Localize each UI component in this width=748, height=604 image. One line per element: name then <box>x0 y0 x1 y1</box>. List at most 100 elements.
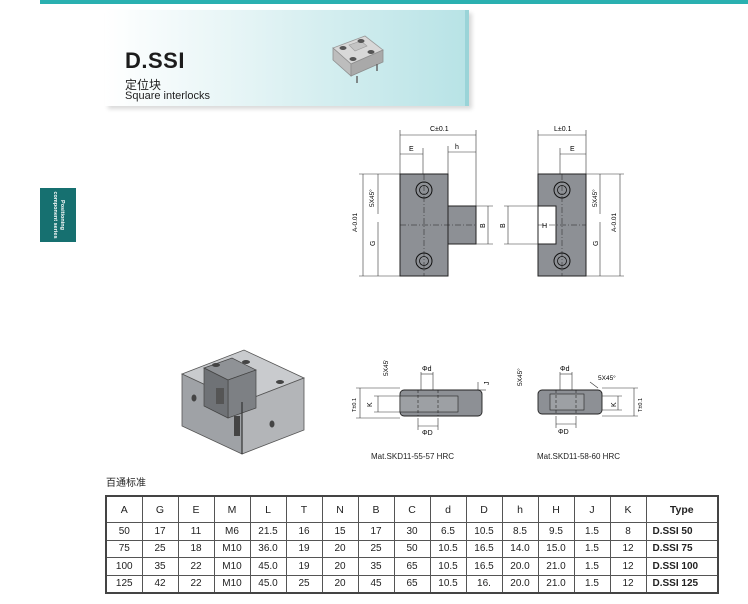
table-cell: 16.5 <box>465 557 503 576</box>
table-cell-type: D.SSI 100 <box>645 557 719 576</box>
table-header-cell: h <box>501 495 539 523</box>
table-cell: 20.0 <box>501 574 539 594</box>
table-cell: M10 <box>213 539 251 558</box>
product-photo <box>332 35 384 83</box>
table-cell: M10 <box>213 574 251 594</box>
svg-text:5X45°: 5X45° <box>368 189 376 207</box>
table-cell: 17 <box>357 522 395 541</box>
svg-text:T±0.1: T±0.1 <box>352 398 358 412</box>
table-cell: 15.0 <box>537 539 575 558</box>
svg-text:h: h <box>455 144 459 151</box>
svg-text:K: K <box>611 402 618 407</box>
top-accent-rule <box>40 0 748 4</box>
material-spec-right: Mat.SKD11-58-60 HRC <box>537 452 620 461</box>
assembly-isometric-illustration <box>180 349 306 455</box>
svg-text:A-0.01: A-0.01 <box>611 212 618 232</box>
drawing-side-right: 5X45° Φd 5X45° ΦD K T±0.1 <box>516 366 644 436</box>
svg-text:K: K <box>367 402 374 407</box>
table-row: 125 42 22 M10 45.0 25 20 45 65 10.5 16. … <box>105 574 719 594</box>
svg-text:Φd: Φd <box>560 366 570 373</box>
svg-text:E: E <box>570 146 575 153</box>
table-cell: 21.0 <box>537 557 575 576</box>
svg-text:G: G <box>593 241 600 246</box>
table-cell: 8.5 <box>501 522 539 541</box>
svg-text:L±0.1: L±0.1 <box>554 126 572 133</box>
table-cell-type: D.SSI 75 <box>645 539 719 558</box>
material-spec-left: Mat.SKD11-55-57 HRC <box>371 452 454 461</box>
svg-text:ΦD: ΦD <box>422 430 433 436</box>
table-cell: 6.5 <box>429 522 467 541</box>
category-side-tab-label: Positioning component series <box>52 191 65 239</box>
drawing-top-left: C±0.1 E h A-0.01 5X45° G B <box>352 126 493 277</box>
table-cell: 125 <box>105 574 143 594</box>
spec-table: A G E M L T N B C d D h H J K Type 50 17… <box>105 495 719 594</box>
table-cell: 25 <box>357 539 395 558</box>
table-cell: 19 <box>285 557 323 576</box>
table-cell: 21.0 <box>537 574 575 594</box>
svg-text:5X45°: 5X45° <box>382 360 390 376</box>
svg-text:5X45°: 5X45° <box>598 374 616 382</box>
table-header-cell: A <box>105 495 143 523</box>
table-cell: 9.5 <box>537 522 575 541</box>
category-side-tab[interactable]: Positioning component series <box>40 188 76 242</box>
table-cell: 10.5 <box>429 539 467 558</box>
table-cell: 8 <box>609 522 647 541</box>
table-cell: 75 <box>105 539 143 558</box>
svg-text:J: J <box>484 382 491 386</box>
table-cell: 1.5 <box>573 539 611 558</box>
table-cell: 50 <box>393 539 431 558</box>
svg-text:E: E <box>409 146 414 153</box>
table-cell: 10.5 <box>465 522 503 541</box>
product-subtitle-cn: 定位块 <box>125 78 162 92</box>
product-title: D.SSI <box>125 48 185 73</box>
table-header-cell-type: Type <box>645 495 719 523</box>
table-cell: 50 <box>105 522 143 541</box>
table-cell: 11 <box>177 522 215 541</box>
svg-text:A-0.01: A-0.01 <box>352 212 359 232</box>
table-header-cell: E <box>177 495 215 523</box>
table-cell: 17 <box>141 522 179 541</box>
table-cell: 16. <box>465 574 503 594</box>
svg-text:G: G <box>370 241 377 246</box>
table-cell: 42 <box>141 574 179 594</box>
table-cell: 1.5 <box>573 522 611 541</box>
table-cell: 15 <box>321 522 359 541</box>
table-cell: 20 <box>321 557 359 576</box>
svg-text:C±0.1: C±0.1 <box>430 126 449 133</box>
table-header-cell: H <box>537 495 575 523</box>
table-cell: 35 <box>357 557 395 576</box>
table-cell: 19 <box>285 539 323 558</box>
table-row: 50 17 11 M6 21.5 16 15 17 30 6.5 10.5 8.… <box>105 522 719 541</box>
svg-text:B: B <box>480 223 487 228</box>
table-cell: 100 <box>105 557 143 576</box>
table-row: 100 35 22 M10 45.0 19 20 35 65 10.5 16.5… <box>105 557 719 576</box>
table-header-cell: J <box>573 495 611 523</box>
table-header-row: A G E M L T N B C d D h H J K Type <box>105 495 719 523</box>
table-cell: 14.0 <box>501 539 539 558</box>
table-cell: 18 <box>177 539 215 558</box>
table-header-cell: M <box>213 495 251 523</box>
svg-text:ΦD: ΦD <box>558 429 569 436</box>
table-cell: M10 <box>213 557 251 576</box>
table-header-cell: C <box>393 495 431 523</box>
drawing-top-right: L±0.1 E H B 5X45° G A-0.01 <box>500 126 624 277</box>
table-cell: 12 <box>609 539 647 558</box>
table-header-cell: G <box>141 495 179 523</box>
table-cell: 65 <box>393 557 431 576</box>
table-header-cell: L <box>249 495 287 523</box>
table-cell: 22 <box>177 574 215 594</box>
table-cell: 35 <box>141 557 179 576</box>
table-cell-type: D.SSI 50 <box>645 522 719 541</box>
table-cell: 20.0 <box>501 557 539 576</box>
table-cell: 10.5 <box>429 557 467 576</box>
table-cell: 30 <box>393 522 431 541</box>
product-header-panel: D.SSI 定位块 Square interlocks <box>105 10 469 106</box>
table-cell: 20 <box>321 574 359 594</box>
svg-text:H: H <box>542 223 547 230</box>
table-cell: 1.5 <box>573 557 611 576</box>
drawing-side-left: 5X45° Φd ΦD T±0.1 K J <box>352 360 491 436</box>
standard-label: 百通标准 <box>106 478 146 489</box>
table-header-cell: K <box>609 495 647 523</box>
table-cell-type: D.SSI 125 <box>645 574 719 594</box>
svg-text:Φd: Φd <box>422 366 432 373</box>
